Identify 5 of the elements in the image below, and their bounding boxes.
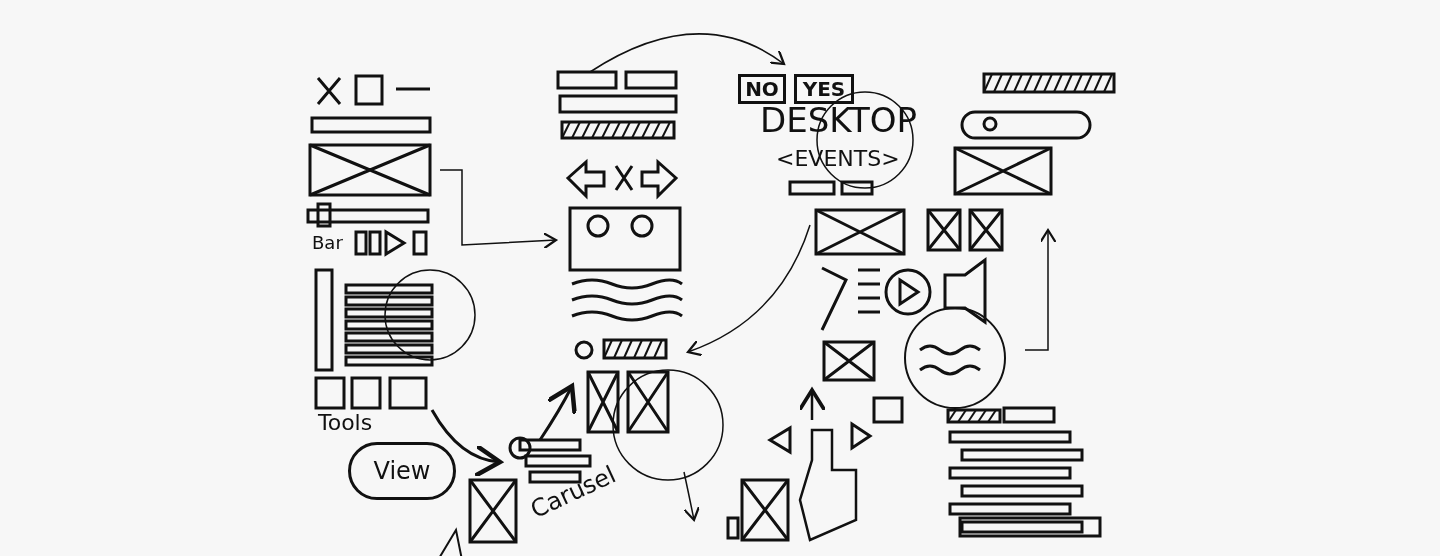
option-box: YES [794,74,854,104]
option-box: NO [738,74,786,104]
sketch-label: Tools [318,410,373,435]
cloud-shape: View [348,442,456,500]
sketch-label: Bar [312,232,343,253]
